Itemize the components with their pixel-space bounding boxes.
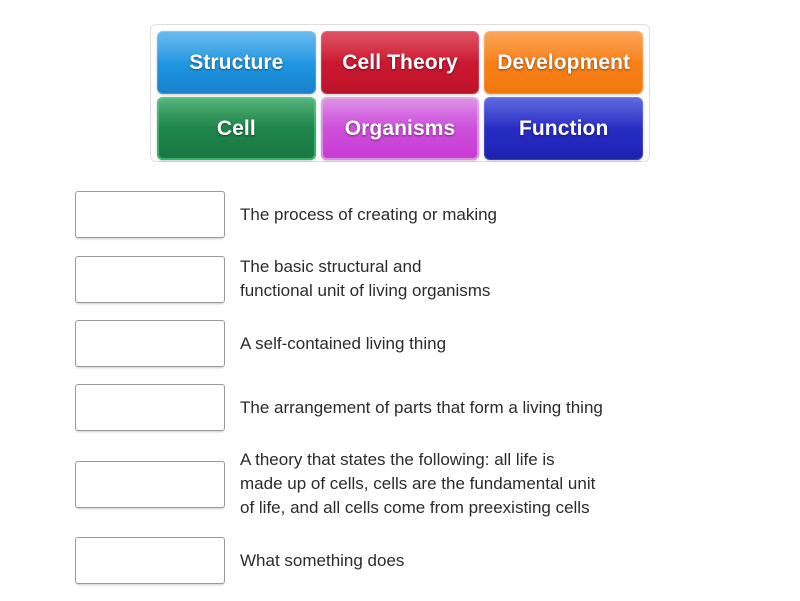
definition-text: What something does — [240, 550, 405, 570]
word-tile-cell[interactable]: Cell — [157, 97, 316, 160]
word-bank-row-1: Structure Cell Theory Development — [157, 31, 644, 94]
word-tile-label: Cell Theory — [342, 50, 458, 74]
word-bank-panel: Structure Cell Theory Development Cell O… — [150, 24, 650, 162]
drop-zone-6[interactable] — [75, 537, 225, 584]
word-tile-label: Development — [497, 50, 631, 74]
drop-zone-2[interactable] — [75, 255, 225, 303]
definition-list: The process of creating or making The ba… — [75, 191, 765, 601]
word-tile-structure[interactable]: Structure — [157, 31, 316, 94]
word-tile-label: Function — [518, 116, 609, 140]
word-tile-label: Organisms — [344, 116, 456, 140]
word-tile-cell-theory[interactable]: Cell Theory — [320, 31, 480, 94]
definition-row: A theory that states the following: all … — [75, 448, 765, 520]
word-tile-organisms[interactable]: Organisms — [320, 97, 480, 160]
drop-zone-4[interactable] — [75, 384, 225, 431]
drop-zone-1[interactable] — [75, 191, 225, 238]
word-bank-row-2: Cell Organisms Function — [157, 97, 644, 160]
word-tile-development[interactable]: Development — [484, 31, 644, 94]
drop-zone-3[interactable] — [75, 320, 225, 367]
definition-text: A self-contained living thing — [240, 333, 447, 353]
definition-row: What something does — [75, 537, 765, 584]
definition-row: The basic structural and functional unit… — [75, 255, 765, 303]
definition-text: The basic structural and functional unit… — [240, 257, 491, 300]
word-tile-label: Structure — [189, 50, 284, 74]
definition-text: A theory that states the following: all … — [240, 450, 596, 517]
definition-row: The arrangement of parts that form a liv… — [75, 384, 765, 431]
definition-row: A self-contained living thing — [75, 320, 765, 367]
word-tile-label: Cell — [216, 116, 256, 140]
definition-text: The process of creating or making — [240, 204, 498, 224]
drop-zone-5[interactable] — [75, 460, 225, 508]
definition-row: The process of creating or making — [75, 191, 765, 238]
definition-text: The arrangement of parts that form a liv… — [240, 397, 603, 417]
word-tile-function[interactable]: Function — [484, 97, 644, 160]
